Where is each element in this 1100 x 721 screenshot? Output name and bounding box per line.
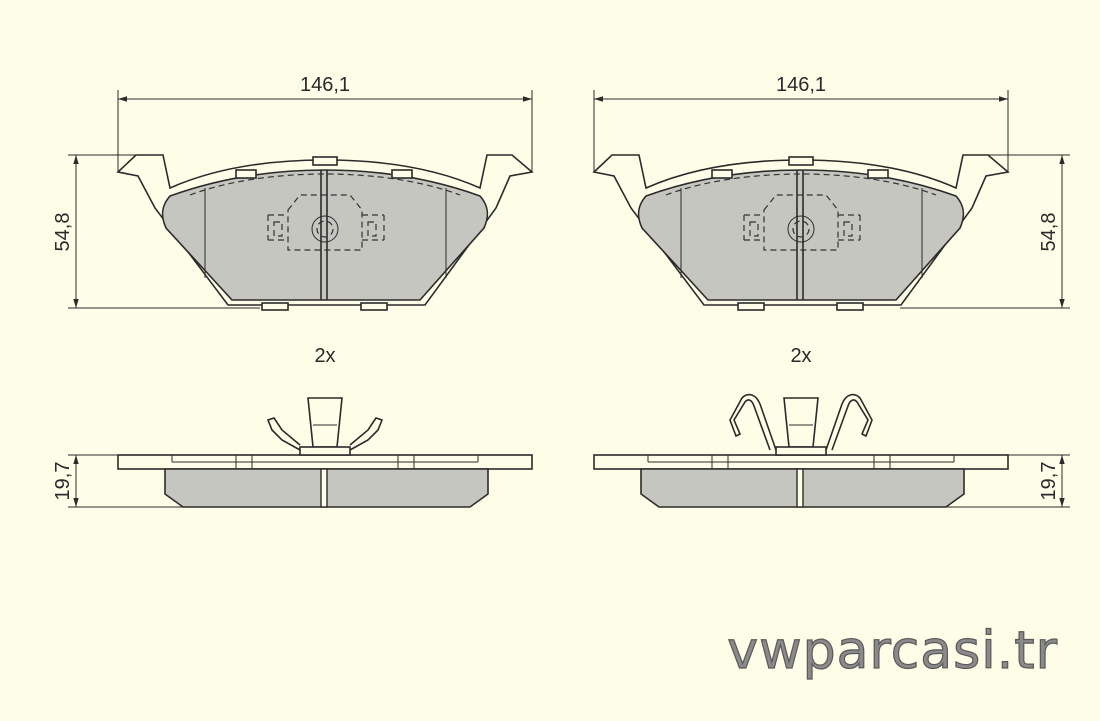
height-dimension-left: 54,8 <box>52 154 260 309</box>
pad-side-view-left <box>117 397 533 508</box>
thickness-dimension-left: 19,7 <box>52 454 183 508</box>
width-label-right: 146,1 <box>776 74 826 96</box>
quantity-label-right: 2x <box>790 345 811 367</box>
width-label-left: 146,1 <box>300 74 350 96</box>
width-dimension-left: 146,1 <box>117 74 533 172</box>
height-dimension-right: 54,8 <box>900 154 1070 309</box>
height-label-right: 54,8 <box>1038 213 1060 252</box>
height-label-left: 54,8 <box>52 213 74 252</box>
pad-front-view-right <box>593 154 1009 311</box>
thickness-label-right: 19,7 <box>1038 462 1060 501</box>
thickness-dimension-right: 19,7 <box>930 454 1070 508</box>
pad-side-view-right <box>593 393 1009 508</box>
quantity-label-left: 2x <box>314 345 335 367</box>
thickness-label-left: 19,7 <box>52 462 74 501</box>
width-dimension-right: 146,1 <box>593 74 1009 172</box>
pad-front-view-left <box>117 154 533 311</box>
watermark-text: vwparcasi.tr <box>727 621 1058 681</box>
